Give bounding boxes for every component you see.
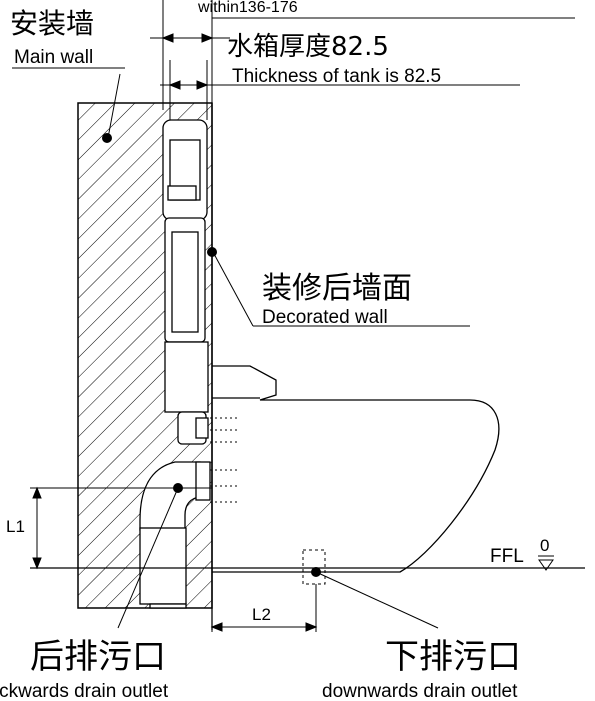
main-wall-label-zh: 安装墙 xyxy=(10,7,94,40)
ffl-marker xyxy=(538,555,554,571)
marker-dots xyxy=(102,133,321,577)
top-dimension xyxy=(150,0,575,110)
toilet-bowl xyxy=(212,365,500,573)
tank-label-zh: 水箱厚度82.5 xyxy=(227,32,389,62)
l2-label: L2 xyxy=(252,605,271,624)
ffl-zero-label: 0 xyxy=(540,536,549,555)
tank-dimension xyxy=(160,60,520,120)
l2-dimension xyxy=(210,572,318,632)
l1-dimension xyxy=(32,486,42,570)
rear-elbow xyxy=(139,461,211,609)
ffl-label: FFL xyxy=(490,546,524,567)
decor-label-en: Decorated wall xyxy=(262,307,388,328)
back-outlet-label-en: backwards drain outlet xyxy=(0,681,169,701)
decor-label-zh: 装修后墙面 xyxy=(262,271,412,306)
back-outlet-label-zh: 后排污口 xyxy=(30,637,166,677)
centre-lines xyxy=(210,417,240,503)
down-outlet-label-zh: 下排污口 xyxy=(385,637,521,677)
tank-label-en: Thickness of tank is 82.5 xyxy=(232,66,441,87)
main-wall-label-en: Main wall xyxy=(14,47,93,68)
top-dim-label: within136-176 xyxy=(197,0,298,16)
down-outlet-box xyxy=(302,549,326,585)
leader-lines xyxy=(12,67,470,629)
down-outlet-label-en: downwards drain outlet xyxy=(322,681,518,701)
l1-label: L1 xyxy=(6,517,25,536)
tank-frame xyxy=(162,119,209,445)
